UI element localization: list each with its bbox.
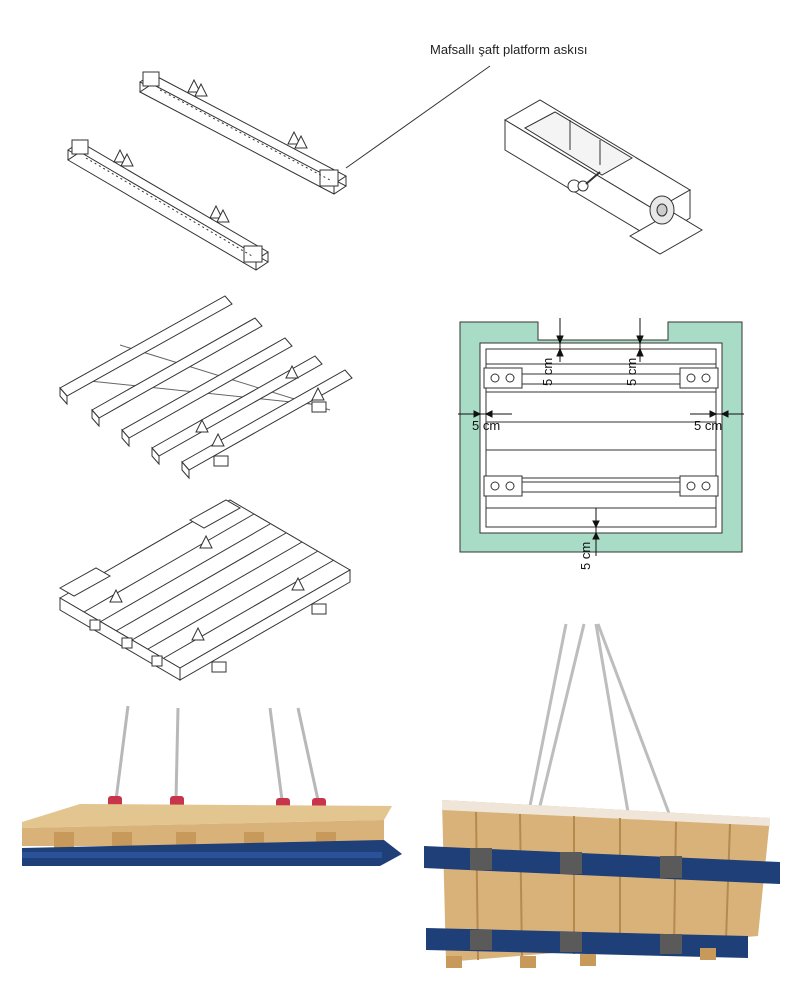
wood-deck-top-left [22,804,392,828]
callout-label: Mafsallı şaft platform askısı [430,42,588,57]
slings-right-photo [528,623,672,817]
dimension-label-left: 5 cm [472,418,500,433]
dimension-lines [458,318,744,556]
hinge-blocks [483,367,719,497]
dimension-label-bottom: 5 cm [578,542,593,570]
dimension-label-top-left: 5 cm [540,358,555,386]
wood-platform-right [442,800,770,962]
dimension-label-top-right: 5 cm [624,358,639,386]
steel-beam-right-top [424,846,780,884]
platform-planks [486,363,716,509]
slings-left-photo [114,705,320,801]
dimension-label-right: 5 cm [694,418,722,433]
